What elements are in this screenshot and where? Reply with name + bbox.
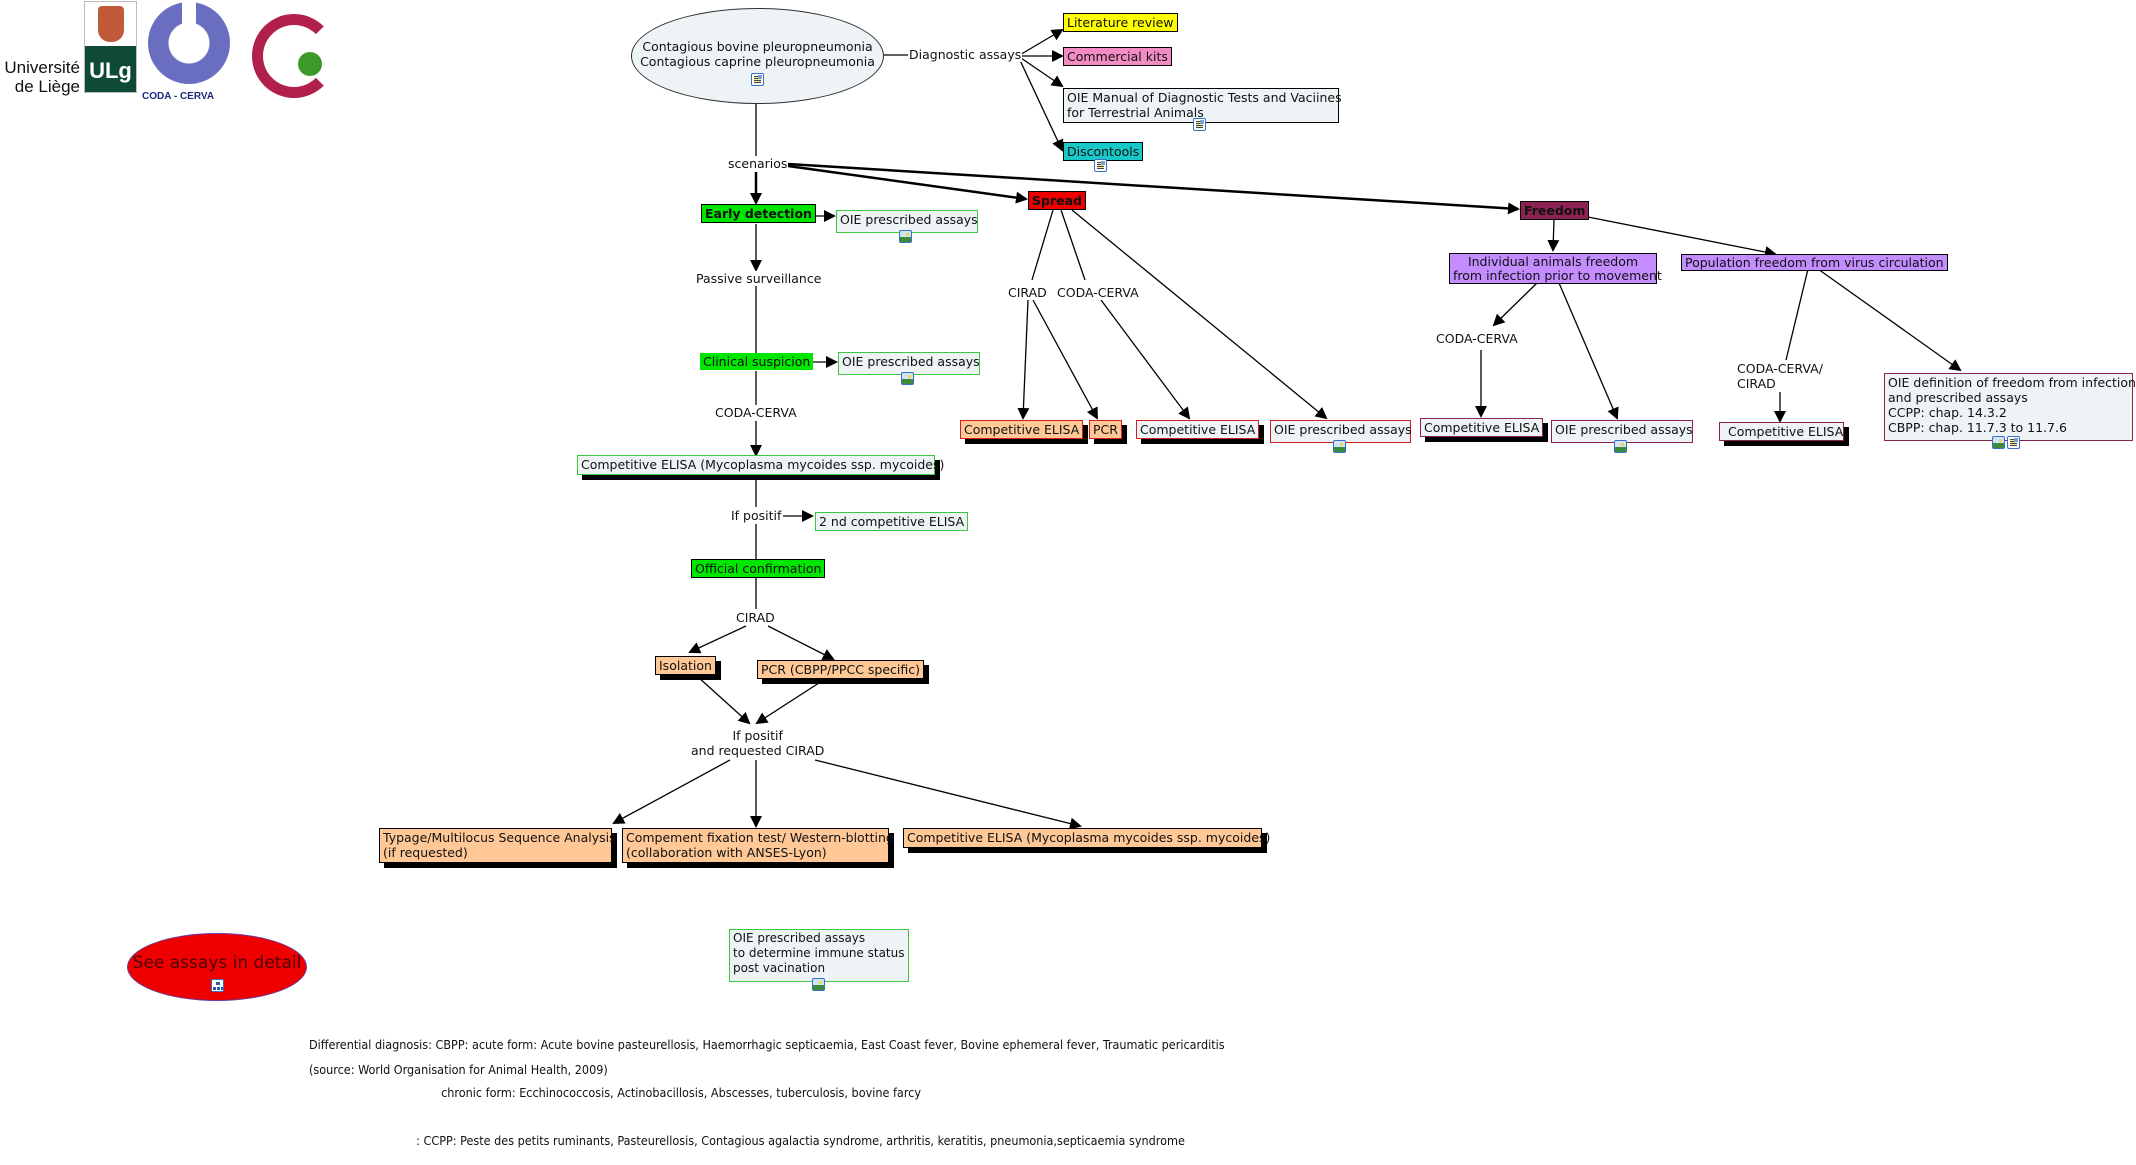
typage-mlsa-node[interactable]: Typage/Multilocus Sequence Analysis (if … [379, 828, 616, 863]
edge-individual-coda [1492, 282, 1538, 327]
freedom-competitive-elisa-ind-node[interactable]: Competitive ELISA [1420, 418, 1544, 437]
competitive-elisa-mmm-cirad-node[interactable]: Competitive ELISA (Mycoplasma mycoides s… [903, 828, 1270, 848]
competitive-elisa-mmm-node[interactable]: Competitive ELISA (Mycoplasma mycoides s… [577, 455, 944, 475]
official-confirmation-node[interactable]: Official confirmation [691, 559, 826, 578]
population-freedom-node[interactable]: Population freedom from virus circulatio… [1681, 254, 1948, 271]
edge-ifpos2-elisa2 [814, 759, 1082, 830]
link-scenarios: scenarios [727, 156, 789, 171]
image-icon[interactable] [899, 230, 912, 243]
link-spread-coda-cerva: CODA-CERVA [1056, 285, 1140, 300]
edge-individual-oie [1558, 282, 1619, 420]
commercial-kits-node[interactable]: Commercial kits [1063, 47, 1172, 66]
document-icon[interactable] [1094, 159, 1107, 172]
edge-spread-cirad [1031, 209, 1054, 281]
link-spread-cirad: CIRAD [1007, 285, 1048, 300]
edge-diag-oie-manual [1017, 55, 1064, 88]
edge-spread-coda [1060, 209, 1086, 281]
freedom-node[interactable]: Freedom [1520, 201, 1590, 220]
edge-cirad-pcr-spread [1032, 299, 1098, 420]
ulg-logo-text: Université de Liège [4, 58, 80, 96]
ulg-logo: ULg [84, 1, 137, 93]
edge-scenarios-freedom [787, 162, 1520, 215]
edge-freedom-individual [1547, 218, 1560, 252]
edge-cirad-elisa [1017, 299, 1030, 420]
edge-diag-literature [1017, 28, 1064, 57]
see-assays-in-detail-button[interactable]: See assays in detail [127, 933, 307, 1001]
edge-ifpos2-typage [612, 759, 731, 824]
crest-icon [98, 6, 124, 42]
image-icon[interactable] [1992, 436, 2005, 449]
link-passive-surveillance: Passive surveillance [695, 271, 823, 286]
edge-population-coda [1785, 268, 1809, 361]
isolation-node[interactable]: Isolation [655, 656, 716, 675]
spread-node[interactable]: Spread [1028, 191, 1086, 210]
edge-isolation-ifpos2 [697, 676, 751, 725]
link-freedom-coda-cerva: CODA-CERVA [1435, 331, 1519, 346]
edge-freedom-population [1587, 216, 1777, 258]
freedom-competitive-elisa-pop-node[interactable]: Competitive ELISA [1719, 422, 1844, 441]
oie-assays-vaccination-node[interactable]: OIE prescribed assays to determine immun… [729, 929, 909, 982]
image-icon[interactable] [1614, 440, 1627, 453]
link-if-positif-requested: If positif and requested CIRAD [690, 728, 826, 758]
clinical-suspicion-node[interactable]: Clinical suspicion [700, 353, 814, 370]
spread-pcr-node[interactable]: PCR [1089, 420, 1122, 439]
spread-oie-assays-node[interactable]: OIE prescribed assays [1270, 420, 1412, 443]
coda-cerva-logo [144, 2, 238, 84]
oie-assays-early-node[interactable]: OIE prescribed assays [836, 210, 978, 233]
edge-cirad-isolation [688, 625, 747, 654]
connection-lines [612, 28, 1962, 830]
edge-pcr-ifpos2 [755, 680, 823, 725]
second-competitive-elisa-node[interactable]: 2 nd competitive ELISA [815, 512, 969, 531]
link-population-coda-cirad: CODA-CERVA/ CIRAD [1736, 361, 1824, 391]
document-icon[interactable] [751, 73, 764, 86]
image-icon[interactable] [901, 372, 914, 385]
cerva-dot-icon [298, 52, 322, 76]
edge-cirad-pcr [767, 625, 835, 660]
spread-competitive-elisa-cirad-node[interactable]: Competitive ELISA [960, 420, 1084, 439]
oie-assays-clinical-node[interactable]: OIE prescribed assays [838, 352, 980, 375]
edge-coda-elisa-spread [1100, 299, 1191, 420]
image-icon[interactable] [1333, 440, 1346, 453]
complement-fixation-node[interactable]: Compement fixation test/ Western-blottin… [622, 828, 894, 863]
link-cirad: CIRAD [735, 610, 776, 625]
early-detection-node[interactable]: Early detection [701, 204, 816, 223]
edge-diag-discontools [1017, 55, 1064, 152]
oie-freedom-definition-node[interactable]: OIE definition of freedom from infection… [1884, 373, 2136, 441]
link-diagnostic-assays: Diagnostic assays [908, 47, 1023, 62]
individual-freedom-node[interactable]: Individual animals freedom from infectio… [1449, 253, 1662, 284]
link-if-positif: If positif [730, 508, 783, 523]
image-icon[interactable] [812, 978, 825, 991]
spread-competitive-elisa-coda-node[interactable]: Competitive ELISA [1136, 420, 1260, 439]
oie-manual-node[interactable]: OIE Manual of Diagnostic Tests and Vacii… [1063, 88, 1342, 123]
concept-map-icon[interactable] [210, 978, 224, 992]
freedom-oie-assays-ind-node[interactable]: OIE prescribed assays [1551, 420, 1693, 443]
coda-gap [182, 2, 196, 26]
literature-review-node[interactable]: Literature review [1063, 13, 1178, 32]
cerva-logo [252, 14, 344, 98]
source-note: (source: World Organisation for Animal H… [309, 1062, 608, 1077]
document-icon[interactable] [1193, 118, 1206, 131]
coda-cerva-caption: CODA - CERVA [142, 91, 215, 102]
ulg-mark-icon: ULg [85, 46, 136, 92]
edge-spread-oie [1071, 209, 1328, 420]
edge-population-oie-def [1817, 268, 1962, 372]
link-coda-cerva: CODA-CERVA [714, 405, 798, 420]
cerva-arc-icon [252, 14, 336, 98]
root-concept-cbpp-ccpp[interactable]: Contagious bovine pleuropneumonia Contag… [631, 8, 884, 104]
differential-diagnosis-note: Differential diagnosis: CBPP: acute form… [309, 1037, 1225, 1148]
edge-scenarios-spread [787, 164, 1028, 204]
document-icon[interactable] [2007, 436, 2020, 449]
pcr-cbpp-ppcc-node[interactable]: PCR (CBPP/PPCC specific) [757, 660, 925, 679]
